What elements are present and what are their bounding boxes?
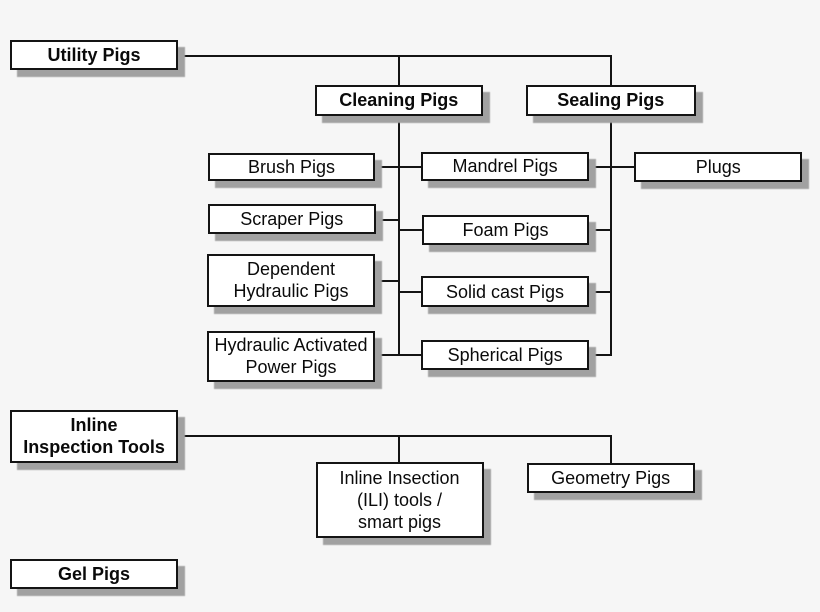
- node-plugs: Plugs: [634, 151, 803, 182]
- node-solid-cast-pigs-label: Solid cast Pigs: [445, 281, 565, 302]
- node-brush-pigs-label: Brush Pigs: [247, 156, 336, 177]
- node-gel-pigs: Gel Pigs: [9, 559, 179, 590]
- node-inline-inspection-tools-label: Inline Inspection Tools: [23, 415, 165, 458]
- node-brush-pigs: Brush Pigs: [208, 152, 375, 181]
- connector-foam-stub-left: [398, 229, 422, 231]
- connector-dependent-stub: [375, 280, 399, 283]
- connector-spherical-stub-right: [589, 354, 611, 356]
- connector-drop-cleaning: [397, 55, 400, 85]
- node-cleaning-pigs-label: Cleaning Pigs: [339, 90, 459, 111]
- node-sealing-pigs: Sealing Pigs: [526, 84, 696, 116]
- node-hydraulic-activated-power-pigs-label: Hydraulic Activated Power Pigs: [214, 335, 368, 378]
- connector-drop-ili: [397, 435, 400, 462]
- node-ili-smart-pigs-label: Inline Insection (ILI) tools / smart pig…: [339, 467, 460, 532]
- connector-scraper-stub: [375, 218, 399, 221]
- connector-solid-stub-right: [588, 291, 611, 293]
- node-mandrel-pigs-label: Mandrel Pigs: [452, 156, 558, 177]
- connector-drop-geometry: [609, 435, 612, 464]
- connector-drop-sealing: [609, 55, 612, 85]
- node-sealing-pigs-label: Sealing Pigs: [557, 90, 665, 110]
- connector-cleaning-spine: [397, 116, 400, 356]
- node-dependent-hydraulic-pigs: Dependent Hydraulic Pigs: [207, 254, 375, 307]
- node-cleaning-pigs: Cleaning Pigs: [314, 84, 483, 116]
- node-mandrel-pigs: Mandrel Pigs: [421, 152, 589, 181]
- node-spherical-pigs: Spherical Pigs: [421, 339, 589, 370]
- node-geometry-pigs: Geometry Pigs: [526, 463, 695, 493]
- node-dependent-hydraulic-pigs-label: Dependent Hydraulic Pigs: [233, 259, 349, 302]
- node-utility-pigs-label: Utility Pigs: [47, 45, 141, 65]
- node-scraper-pigs-label: Scraper Pigs: [240, 208, 344, 229]
- connector-hydract-spherical: [375, 354, 422, 356]
- connector-utility-top: [178, 55, 612, 57]
- connector-inline-top: [178, 435, 612, 438]
- node-ili-smart-pigs: Inline Insection (ILI) tools / smart pig…: [315, 462, 484, 538]
- node-geometry-pigs-label: Geometry Pigs: [551, 468, 671, 489]
- node-spherical-pigs-label: Spherical Pigs: [447, 344, 563, 365]
- node-inline-inspection-tools: Inline Inspection Tools: [9, 409, 179, 463]
- connector-foam-stub-right: [589, 229, 611, 231]
- node-plugs-label: Plugs: [695, 156, 741, 177]
- node-scraper-pigs: Scraper Pigs: [208, 203, 376, 234]
- node-hydraulic-activated-power-pigs: Hydraulic Activated Power Pigs: [207, 330, 375, 382]
- node-foam-pigs: Foam Pigs: [421, 214, 590, 245]
- node-utility-pigs: Utility Pigs: [10, 40, 178, 70]
- node-gel-pigs-label: Gel Pigs: [58, 564, 131, 585]
- connector-brush-mandrel: [375, 165, 422, 168]
- node-foam-pigs-label: Foam Pigs: [462, 219, 549, 240]
- connector-mandrel-plugs: [588, 165, 635, 168]
- connector-solid-stub-left: [398, 291, 422, 293]
- connector-sealing-spine: [609, 115, 612, 356]
- node-solid-cast-pigs: Solid cast Pigs: [421, 276, 589, 307]
